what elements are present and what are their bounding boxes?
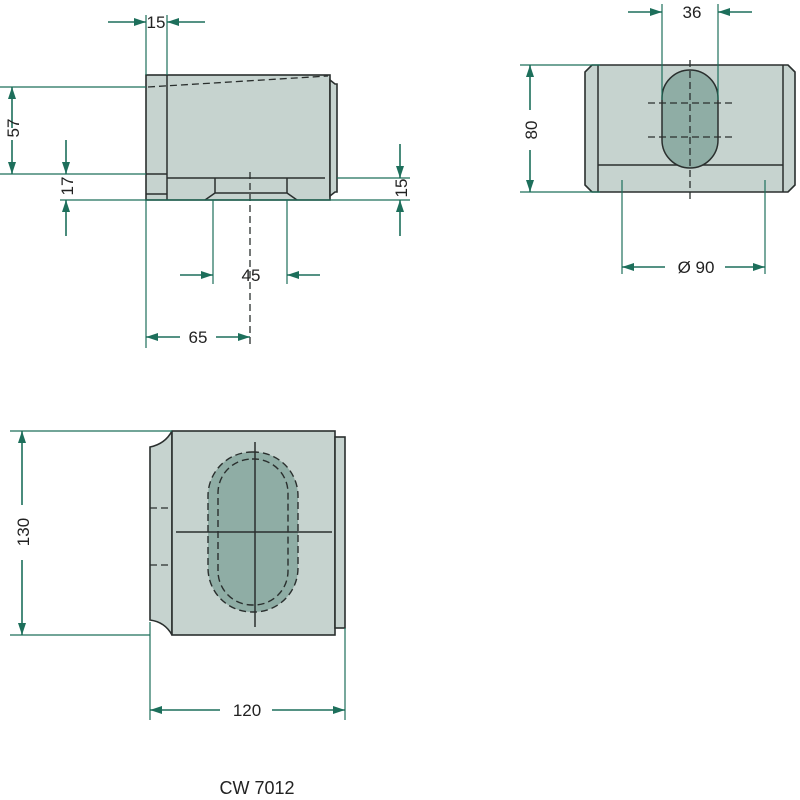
dim-top-height: 130 <box>14 518 33 546</box>
dim-center-offset: 65 <box>189 328 208 347</box>
front-view-dimensions: 36 80 Ø 90 <box>520 3 766 277</box>
side-view-dimensions: 15 57 17 15 45 65 <box>0 13 411 348</box>
dim-height-57: 57 <box>4 119 23 138</box>
part-number: CW 7012 <box>219 778 294 798</box>
dim-bore-depth: 15 <box>392 179 411 198</box>
dim-bore-diameter: 45 <box>242 266 261 285</box>
dim-slot-width: 36 <box>683 3 702 22</box>
dim-diameter: Ø 90 <box>678 258 715 277</box>
dim-front-height: 80 <box>522 121 541 140</box>
dim-height-17: 17 <box>58 177 77 196</box>
side-view <box>145 74 338 348</box>
dim-top-width: 15 <box>147 13 166 32</box>
dim-top-width: 120 <box>233 701 261 720</box>
top-view <box>149 430 346 636</box>
top-view-dimensions: 130 120 <box>10 430 346 720</box>
front-view <box>584 60 796 202</box>
